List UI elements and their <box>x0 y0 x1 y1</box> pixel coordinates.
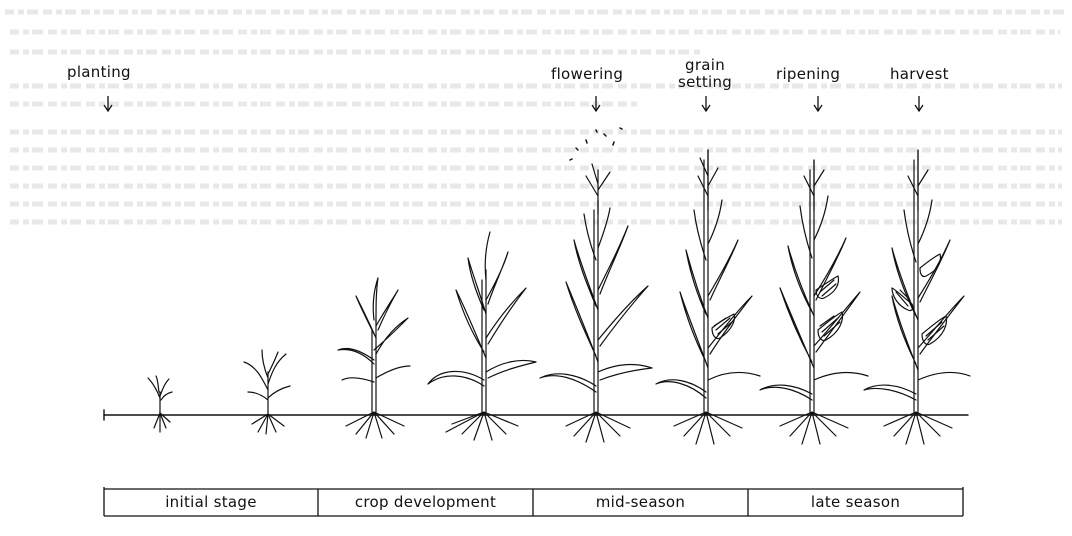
stage-crop-development: crop development <box>318 489 533 515</box>
stage-late-season: late season <box>748 489 963 515</box>
stage-mid-season: mid-season <box>533 489 748 515</box>
stage-initial: initial stage <box>104 489 318 515</box>
